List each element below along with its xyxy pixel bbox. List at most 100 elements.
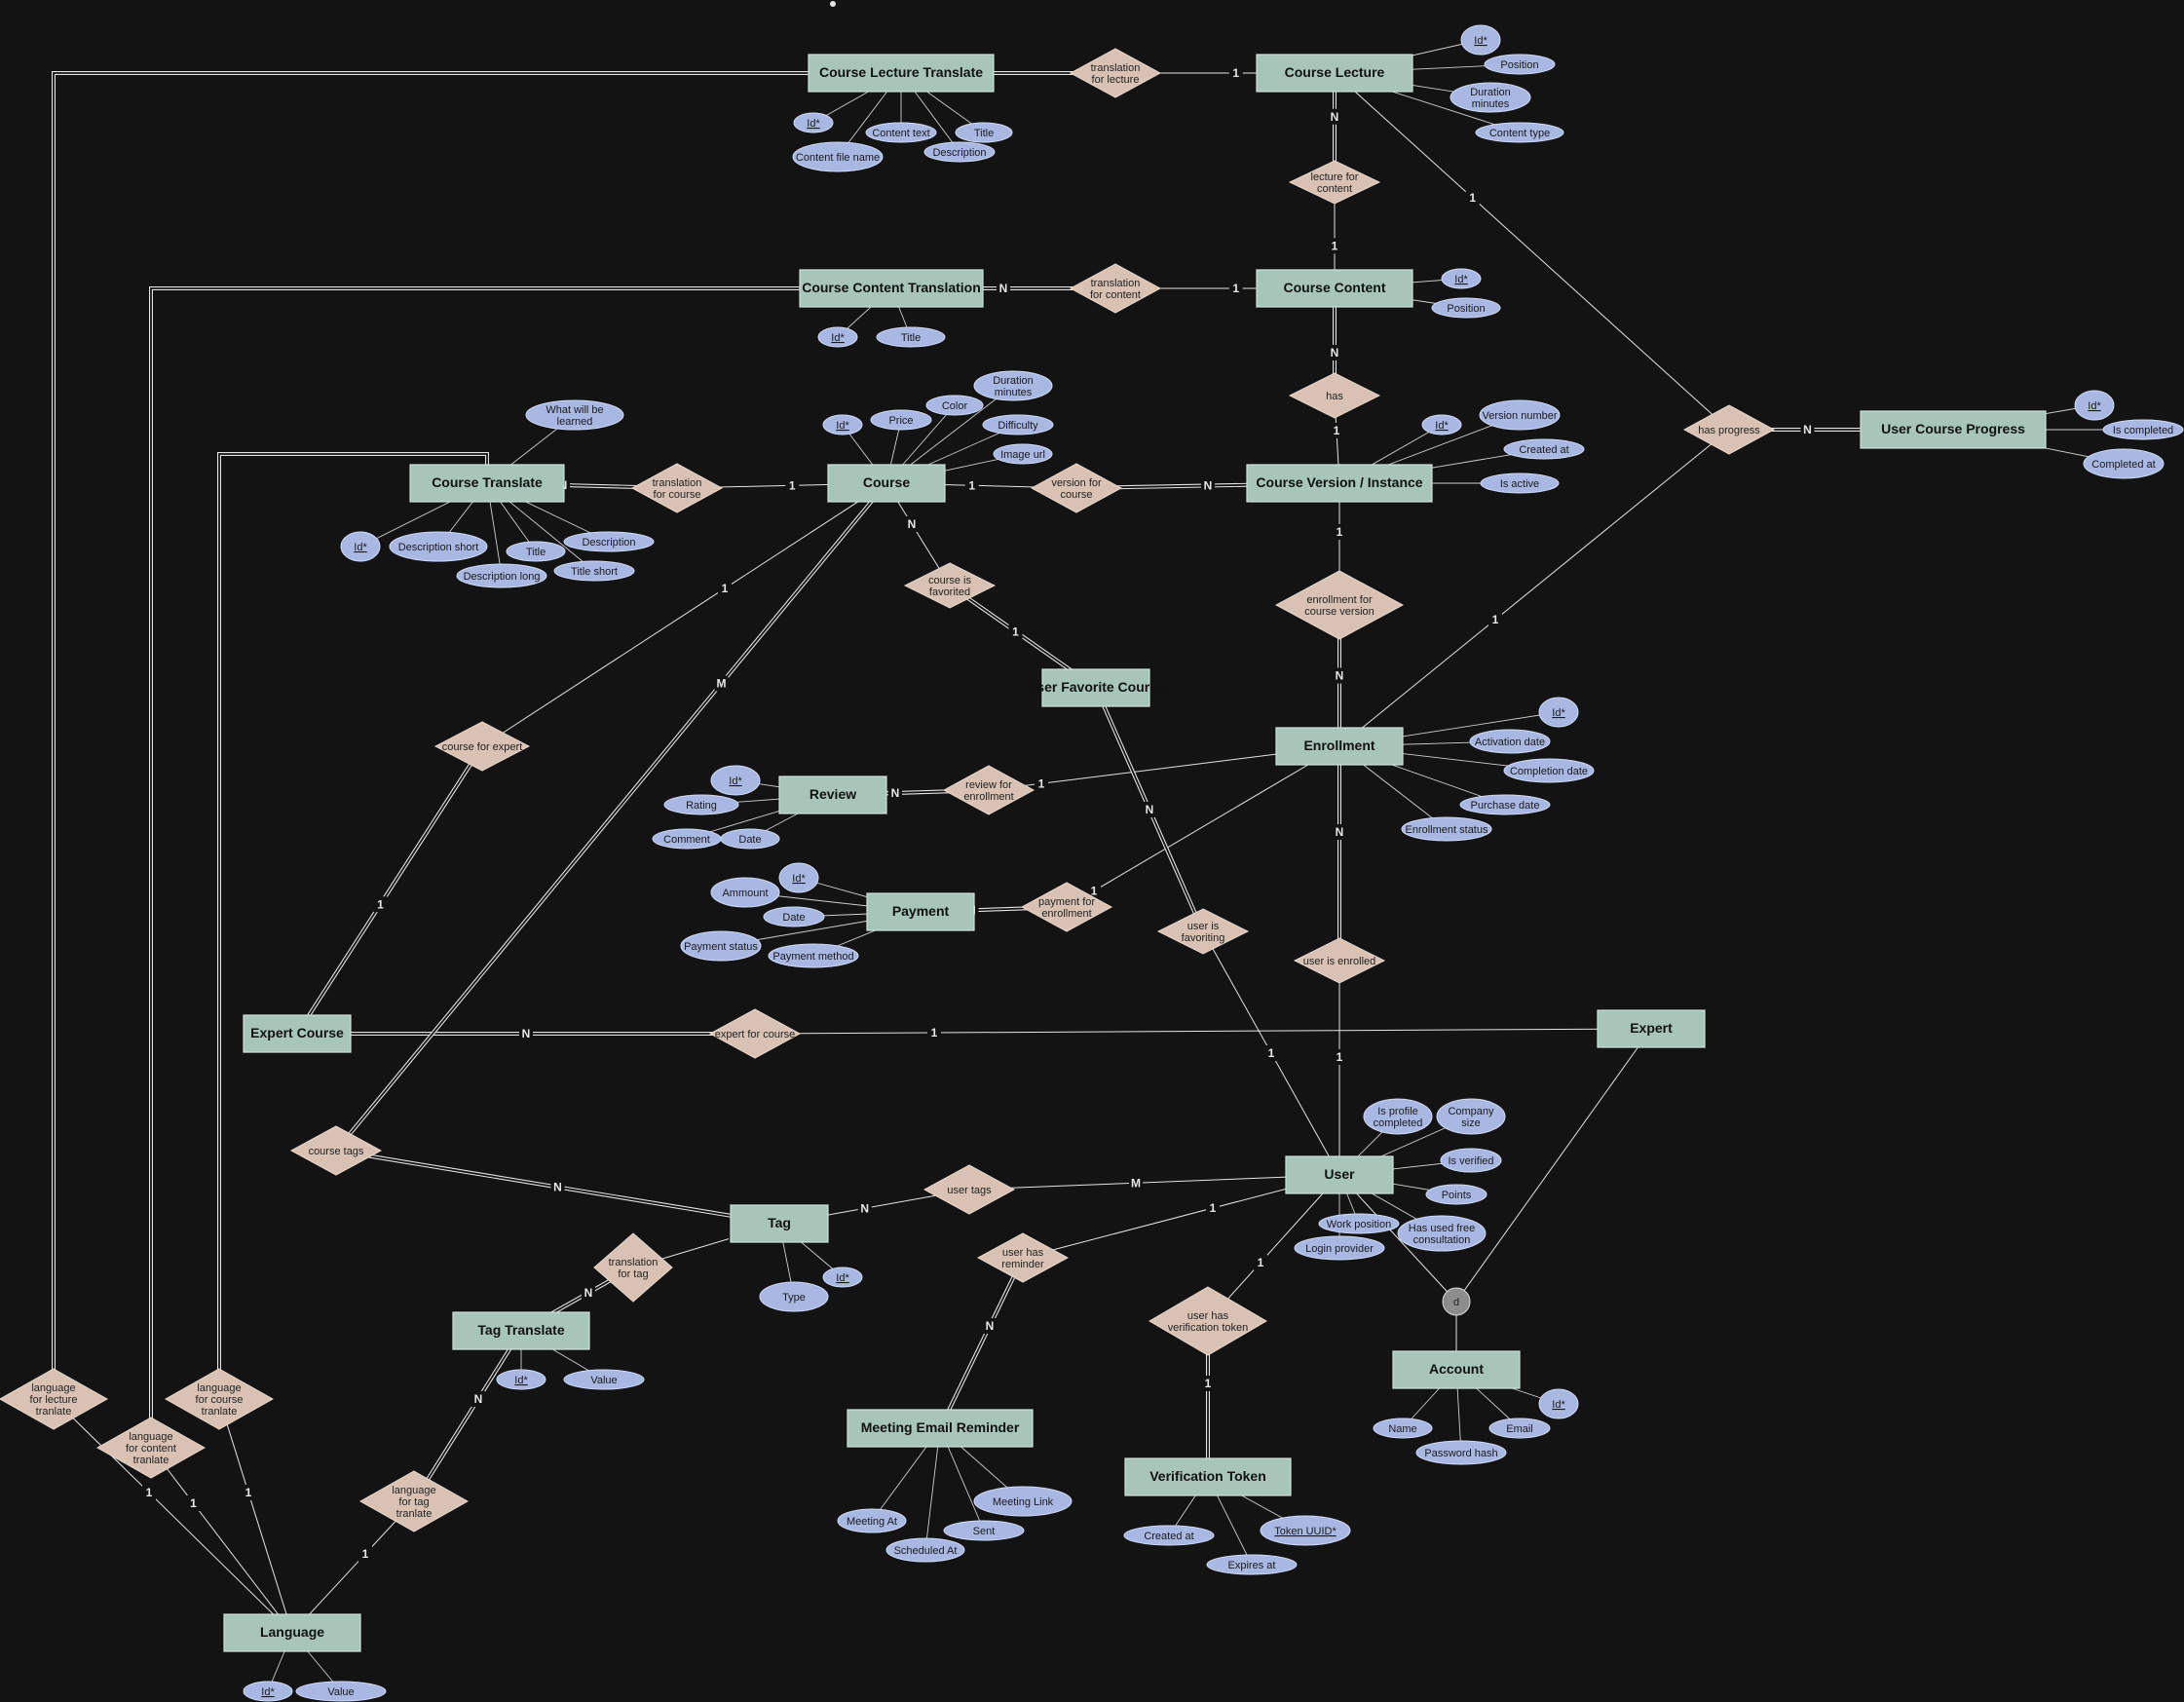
attribute-a_pay_amt[interactable]: Ammount [710, 877, 780, 908]
attribute-a_ucp_ic[interactable]: Is completed [2102, 419, 2184, 440]
entity-tag[interactable]: Tag [730, 1204, 829, 1243]
entity-account[interactable]: Account [1392, 1350, 1521, 1389]
attribute-a_ct_desc[interactable]: Description [563, 531, 655, 552]
attribute-a_ct_dlong[interactable]: Description long [456, 563, 547, 588]
attribute-a_ucp_ca[interactable]: Completed at [2083, 448, 2165, 479]
relationship-r_ctags[interactable]: course tags [289, 1125, 383, 1176]
attribute-a_c_price[interactable]: Price [870, 409, 932, 431]
attribute-a_clt_ctext[interactable]: Content text [865, 122, 937, 143]
attribute-a_pay_method[interactable]: Payment method [768, 943, 859, 968]
attribute-a_cv_ca[interactable]: Created at [1503, 438, 1585, 460]
relationship-r_utags[interactable]: user tags [923, 1164, 1016, 1215]
attribute-a_acc_email[interactable]: Email [1488, 1418, 1551, 1439]
attribute-a_pay_id[interactable]: Id* [778, 862, 819, 893]
attribute-a_enr_es[interactable]: Enrollment status [1401, 816, 1492, 842]
entity-expert[interactable]: Expert [1597, 1009, 1706, 1048]
attribute-a_tt_id[interactable]: Id* [496, 1369, 546, 1390]
attribute-a_cc_pos[interactable]: Position [1431, 297, 1501, 319]
attribute-a_vt_ea[interactable]: Expires at [1206, 1554, 1298, 1575]
attribute-a_rev_date[interactable]: Date [720, 828, 780, 850]
attribute-a_c_img[interactable]: Image url [993, 443, 1053, 465]
attribute-a_cct_id[interactable]: Id* [817, 326, 858, 348]
entity-vt[interactable]: Verification Token [1124, 1457, 1292, 1496]
entity-ct[interactable]: Course Translate [409, 464, 565, 503]
attribute-a_cc_id[interactable]: Id* [1441, 268, 1482, 289]
entity-cct[interactable]: Course Content Translation [799, 269, 984, 308]
attribute-a_u_pts[interactable]: Points [1425, 1184, 1487, 1205]
relationship-r_uie[interactable]: user is enrolled [1293, 937, 1386, 984]
attribute-a_cl_ctype[interactable]: Content type [1475, 122, 1564, 143]
attribute-a_rev_comment[interactable]: Comment [652, 828, 722, 850]
attribute-a_lang_val[interactable]: Value [295, 1681, 387, 1702]
attribute-a_pay_date[interactable]: Date [763, 906, 825, 927]
attribute-a_vt_ca[interactable]: Created at [1123, 1525, 1215, 1546]
attribute-a_cv_ia[interactable]: Is active [1480, 473, 1560, 494]
attribute-a_enr_ad[interactable]: Activation date [1469, 729, 1551, 754]
attribute-a_c_id[interactable]: Id* [822, 414, 863, 435]
attribute-a_enr_pd[interactable]: Purchase date [1459, 794, 1551, 815]
entity-ufc[interactable]: User Favorite Course [1027, 668, 1165, 707]
attribute-a_pay_status[interactable]: Payment status [680, 930, 762, 962]
entity-cc[interactable]: Course Content [1256, 269, 1413, 308]
relationship-r_hp[interactable]: has progress [1682, 404, 1776, 455]
attribute-a_cv_vn[interactable]: Version number [1479, 399, 1561, 431]
attribute-a_cl_id[interactable]: Id* [1460, 24, 1501, 56]
entity-review[interactable]: Review [778, 775, 887, 814]
attribute-a_vt_tok[interactable]: Token UUID* [1260, 1515, 1351, 1546]
attribute-a_ct_title[interactable]: Title [506, 541, 566, 562]
attribute-a_ct_dshort[interactable]: Description short [389, 531, 488, 562]
attribute-a_c_diff[interactable]: Difficulty [982, 414, 1054, 435]
entity-ec[interactable]: Expert Course [243, 1014, 352, 1053]
attribute-a_clt_cfn[interactable]: Content file name [792, 141, 884, 172]
relationship-r_cfe[interactable]: course for expert [433, 721, 531, 772]
attribute-a_rev_rating[interactable]: Rating [663, 794, 739, 815]
entity-tt[interactable]: Tag Translate [452, 1311, 590, 1350]
attribute-a_acc_name[interactable]: Name [1373, 1418, 1433, 1439]
entity-ucp[interactable]: User Course Progress [1860, 410, 2047, 449]
attribute-a_u_wp[interactable]: Work position [1318, 1213, 1400, 1234]
attribute-a_rev_id[interactable]: Id* [710, 765, 761, 796]
attribute-a_mer_ml[interactable]: Meeting Link [973, 1486, 1073, 1517]
entity-enr[interactable]: Enrollment [1275, 727, 1404, 766]
attribute-a_lang_id[interactable]: Id* [243, 1681, 293, 1702]
entity-cv[interactable]: Course Version / Instance [1246, 464, 1433, 503]
entity-cl[interactable]: Course Lecture [1256, 54, 1413, 93]
attribute-a_ct_tshort[interactable]: Title short [553, 560, 635, 582]
attribute-a_clt_id[interactable]: Id* [793, 112, 834, 133]
attribute-a_ct_id[interactable]: Id* [340, 531, 381, 562]
entity-payment[interactable]: Payment [866, 892, 975, 931]
relationship-r_efc[interactable]: expert for course [708, 1008, 802, 1059]
attribute-a_acc_id[interactable]: Id* [1538, 1388, 1579, 1419]
attribute-a_enr_cd[interactable]: Completion date [1503, 758, 1595, 783]
attribute-a_cct_title[interactable]: Title [876, 326, 946, 348]
attribute-a_cl_pos[interactable]: Position [1484, 54, 1556, 75]
attribute-a_u_lp[interactable]: Login provider [1294, 1235, 1385, 1261]
attribute-a_cv_id[interactable]: Id* [1421, 414, 1462, 435]
relationship-r_has[interactable]: has [1288, 372, 1381, 419]
attribute-a_tag_id[interactable]: Id* [822, 1267, 863, 1288]
attribute-a_mer_sa[interactable]: Scheduled At [885, 1537, 965, 1563]
attribute-a_clt_desc[interactable]: Description [923, 141, 996, 163]
attribute-a_ucp_id[interactable]: Id* [2074, 390, 2115, 421]
attribute-a_c_color[interactable]: Color [925, 395, 984, 416]
entity-user[interactable]: User [1285, 1155, 1394, 1194]
